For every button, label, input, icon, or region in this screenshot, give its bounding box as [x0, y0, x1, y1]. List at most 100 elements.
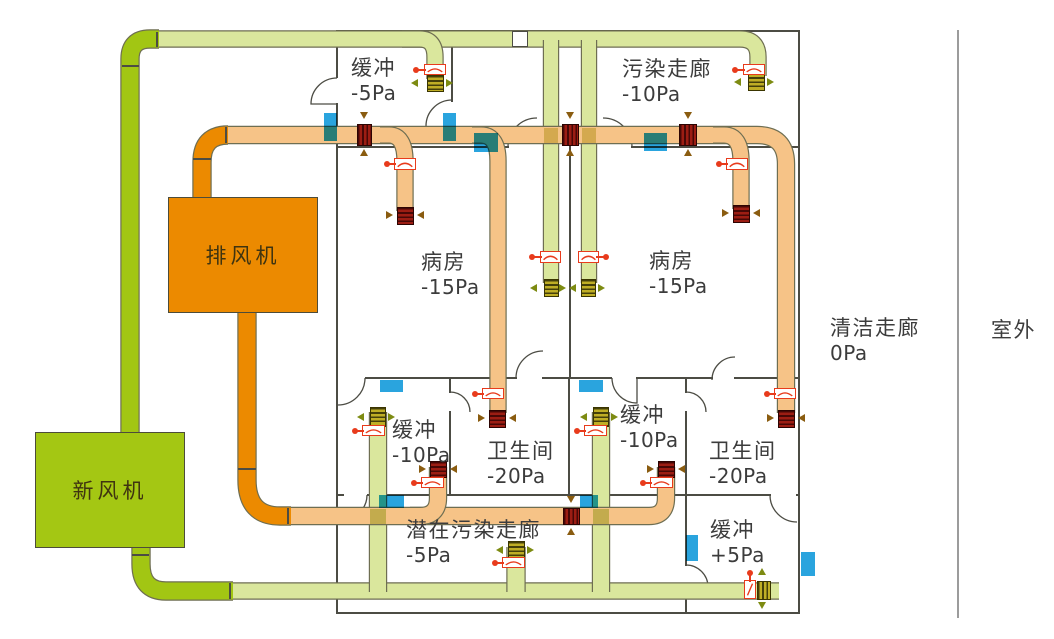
room-label-buffer-5pa: 缓冲-5Pa — [351, 56, 396, 106]
flow-arrow-r — [527, 546, 534, 554]
wall-buffer-toilet-right-a — [685, 377, 687, 393]
actuator-dot — [472, 391, 478, 397]
exhaust-main-bottom — [290, 467, 674, 524]
door-buffer5plus-top — [769, 494, 798, 523]
wall-buffer-toilet-left-b — [449, 411, 451, 496]
room-label-ward-left: 病房-15Pa — [421, 250, 480, 300]
duct-section-tick — [225, 127, 227, 143]
door-ward-left-toilet — [515, 350, 544, 379]
wall-ward-bottom-4 — [734, 377, 800, 379]
valve-toilet-right — [774, 388, 796, 399]
ward-right-pressure: -15Pa — [649, 274, 708, 298]
flow-arrow-d — [684, 112, 692, 119]
room-label-outdoor: 室外 — [991, 318, 1036, 343]
exhaust-fan-label: 排风机 — [205, 244, 281, 268]
buffer-plus5pa-pressure: +5Pa — [710, 543, 765, 567]
actuator-stem — [749, 575, 751, 582]
actuator-dot — [352, 428, 358, 434]
flow-arrow-r — [446, 79, 453, 87]
exhaust-damper-corridor-2 — [679, 124, 697, 146]
buffer-plus5pa-name: 缓冲 — [710, 518, 755, 542]
transfer-grille-ward-right — [579, 380, 603, 392]
wall-ward-bottom-1 — [365, 377, 517, 379]
flow-arrow-u — [567, 528, 575, 535]
duct-cross-buffer-left — [370, 509, 386, 524]
transfer-grille-buffer5plus-left — [686, 535, 698, 561]
flow-arrow-d — [758, 602, 766, 609]
door-ward-right-buffer — [611, 377, 638, 404]
valve-buffer10-right-exhaust — [650, 477, 673, 488]
flow-arrow-d — [360, 112, 368, 119]
duct-cross-ward-right — [582, 128, 596, 143]
actuator-dot — [384, 161, 390, 167]
toilet-left-name: 卫生间 — [487, 439, 555, 463]
actuator-stem — [497, 562, 504, 564]
flow-arrow-u — [684, 149, 692, 156]
room-label-buffer-10pa-left: 缓冲-10Pa — [392, 418, 451, 468]
exhaust-grille-toilet-right — [778, 410, 795, 428]
wall-buffer-toilet-right-b — [685, 411, 687, 496]
buffer-5pa-name: 缓冲 — [351, 56, 396, 80]
duct-section-tick — [238, 468, 256, 470]
semi-contaminated-corridor-name: 潜在污染走廊 — [406, 518, 541, 542]
actuator-dot — [603, 254, 609, 260]
flow-arrow-l — [569, 284, 576, 292]
actuator-dot — [716, 161, 722, 167]
supply-duct-fresh-fan-top — [121, 30, 159, 433]
buffer-10pa-left-pressure: -10Pa — [392, 443, 451, 467]
room-label-buffer-plus5pa: 缓冲+5Pa — [710, 518, 765, 568]
flow-arrow-l — [753, 209, 760, 217]
actuator-dot — [411, 480, 417, 486]
actuator-stem — [416, 482, 423, 484]
flow-arrow-l — [357, 413, 364, 421]
actuator-stem — [769, 393, 776, 395]
valve-buffer10-left-supply — [362, 425, 385, 436]
flow-arrow-u — [566, 149, 574, 156]
flow-arrow-l — [496, 546, 503, 554]
exhaust-duct-fan-bottom — [238, 312, 291, 525]
exhaust-damper-semi-corridor — [563, 508, 580, 525]
door-ward-left-buffer — [337, 377, 366, 406]
valve-contaminated-corridor — [743, 64, 765, 75]
wall-buffer5plus-left-b — [685, 589, 687, 614]
wall-corridor-bottom-a — [337, 494, 344, 496]
door-buffer5-corridor — [425, 99, 453, 127]
valve-buffer10-right-supply — [584, 425, 607, 436]
fresh-air-fan-label: 新风机 — [72, 479, 148, 503]
flow-arrow-l — [798, 414, 805, 422]
exhaust-damper-buffer5 — [357, 124, 372, 146]
flow-arrow-l — [678, 465, 685, 473]
outer-wall-right — [798, 30, 800, 614]
contaminated-corridor-pressure: -10Pa — [622, 82, 681, 106]
duct-cross-ward-left — [544, 128, 558, 143]
valve-ward-right-exhaust — [726, 158, 748, 170]
actuator-stem — [596, 256, 604, 258]
buffer-10pa-right-name: 缓冲 — [620, 403, 665, 427]
clean-corridor-name: 清洁走廊 — [830, 316, 920, 340]
actuator-dot — [747, 570, 753, 576]
duct-junction-marker — [512, 31, 528, 47]
flow-arrow-r — [388, 413, 395, 421]
flow-arrow-d — [566, 112, 574, 119]
flow-arrow-l — [509, 414, 516, 422]
exhaust-grille-ward-left — [397, 207, 414, 225]
door-buffer5-outside — [310, 77, 338, 105]
exhaust-duct-fan-top — [193, 126, 229, 198]
exhaust-drop-ward-right — [713, 127, 749, 209]
transfer-grille-corridor-2 — [644, 133, 667, 151]
actuator-stem — [389, 163, 396, 165]
wall-corridor-bottom-b — [367, 494, 771, 496]
duct-section-tick — [193, 158, 211, 160]
flow-arrow-r — [419, 465, 426, 473]
actuator-dot — [574, 428, 580, 434]
actuator-stem — [357, 430, 364, 432]
actuator-dot — [764, 391, 770, 397]
valve-toilet-left — [482, 388, 504, 399]
transfer-grille-buffer5plus-right — [801, 552, 815, 576]
duct-section-tick — [122, 65, 139, 67]
outer-wall-left-lower — [336, 103, 338, 614]
transfer-grille-corridor-1 — [474, 133, 498, 152]
door-buffer-toilet-left — [449, 391, 471, 413]
